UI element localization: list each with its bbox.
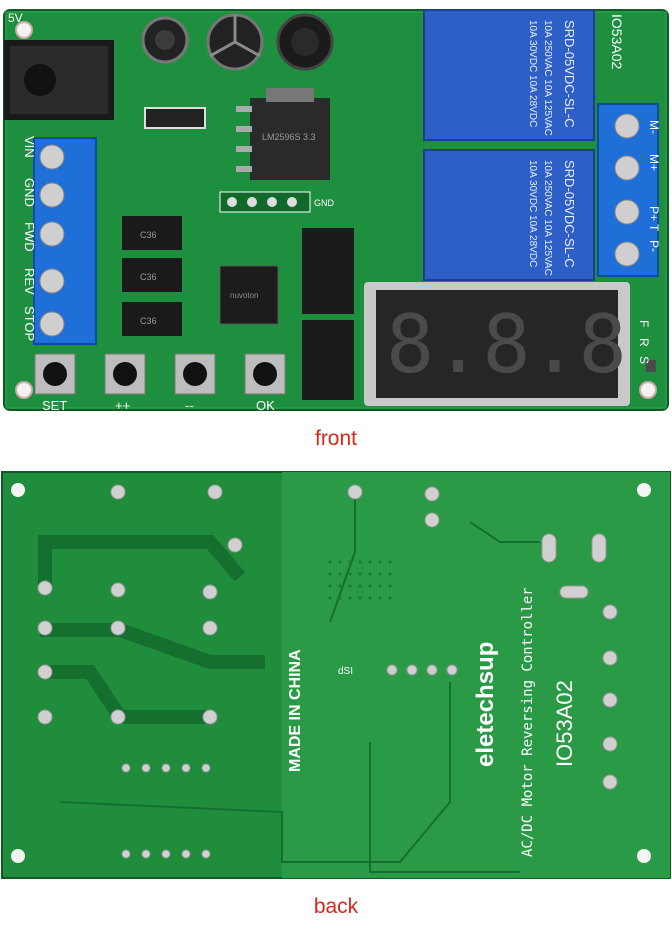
label-ok: OK: [256, 398, 275, 413]
model-label-back: IO53A02: [552, 680, 577, 767]
mcu-label: nuvoton: [230, 291, 258, 300]
label-p-minus: P-: [647, 240, 661, 252]
chip-label-2: C36: [140, 272, 157, 282]
gnd-label: GND: [314, 198, 335, 208]
display-digits: 8.8.8.8.: [386, 298, 672, 391]
relay-2-spec1: 10A 250VAC 10A 125VAC: [542, 160, 553, 276]
label-m-minus: M-: [647, 120, 661, 134]
relay-2: SRD-05VDC-SL-C 10A 250VAC 10A 125VAC 10A…: [423, 149, 595, 281]
button-plus[interactable]: [104, 353, 146, 395]
front-photo: 5V LM2596S 3.3 GND: [0, 0, 672, 420]
label-p-plus: P+: [647, 206, 661, 221]
relay-2-label: SRD-05VDC-SL-C: [562, 160, 577, 268]
label-vin: VIN: [22, 136, 37, 158]
header-pins: GND: [219, 191, 335, 213]
relay-1: SRD-05VDC-SL-C 10A 250VAC 10A 125VAC 10A…: [423, 9, 595, 141]
driver-ic-2: [302, 320, 354, 400]
driver-ic-1: [302, 228, 354, 314]
label-rev: REV: [22, 268, 37, 295]
label-gnd: GND: [22, 178, 37, 207]
label-set: SET: [42, 398, 67, 413]
label-m-plus: M+: [647, 154, 661, 171]
button-ok[interactable]: [244, 353, 286, 395]
traces: [38, 535, 265, 724]
label-plus: ++: [115, 398, 130, 413]
dsi-label: dSI: [338, 666, 353, 677]
brand-label: eletechsup: [472, 642, 499, 767]
relay-1-spec1: 10A 250VAC 10A 125VAC: [542, 20, 553, 136]
label-fwd: FWD: [22, 222, 37, 252]
dc-jack: [4, 40, 114, 120]
back-caption: back: [313, 895, 359, 918]
made-in-label: MADE IN CHINA: [287, 649, 304, 772]
seven-segment-display: 8.8.8.8.: [364, 282, 672, 406]
relay-2-spec2: 10A 30VDC 10A 28VDC: [527, 160, 538, 267]
led-label-f: F: [637, 320, 651, 327]
terminal-labels-left: VIN GND FWD REV STOP: [22, 136, 37, 341]
led-label-r: R: [637, 338, 651, 347]
relay-1-label: SRD-05VDC-SL-C: [562, 20, 577, 128]
label-minus: --: [185, 398, 194, 413]
model-label-front: IO53A02: [609, 14, 625, 69]
front-board: 5V LM2596S 3.3 GND: [3, 9, 672, 413]
led-label-s: S: [637, 356, 651, 364]
front-caption: front: [314, 427, 358, 450]
solder-pads: [37, 484, 618, 859]
button-minus[interactable]: [174, 353, 216, 395]
chip-label-1: C36: [140, 230, 157, 240]
terminal-block-right: [597, 103, 659, 277]
terminal-block-left: [33, 137, 97, 345]
sd-diode: [144, 107, 206, 129]
button-set[interactable]: [34, 353, 76, 395]
label-stop: STOP: [22, 306, 37, 341]
back-photo: MADE IN CHINA eletechsup AC/DC Motor Rev…: [0, 462, 672, 882]
optocouplers: C36 C36 C36: [122, 216, 182, 336]
voltage-regulator: LM2596S 3.3: [236, 88, 330, 180]
terminal-labels-right: P+ T P- M- M+: [647, 120, 661, 252]
chip-label-3: C36: [140, 316, 157, 326]
microcontroller: nuvoton: [219, 265, 279, 325]
via-grid: [328, 560, 392, 600]
regulator-label: LM2596S 3.3: [262, 132, 316, 142]
label-t: T: [647, 224, 661, 232]
power-label: 5V: [8, 11, 23, 25]
relay-1-spec2: 10A 30VDC 10A 28VDC: [527, 20, 538, 127]
back-board: MADE IN CHINA eletechsup AC/DC Motor Rev…: [1, 471, 671, 879]
capacitors: [141, 13, 334, 71]
status-leds: F R S: [637, 320, 651, 364]
product-label: AC/DC Motor Reversing Controller: [520, 587, 536, 857]
